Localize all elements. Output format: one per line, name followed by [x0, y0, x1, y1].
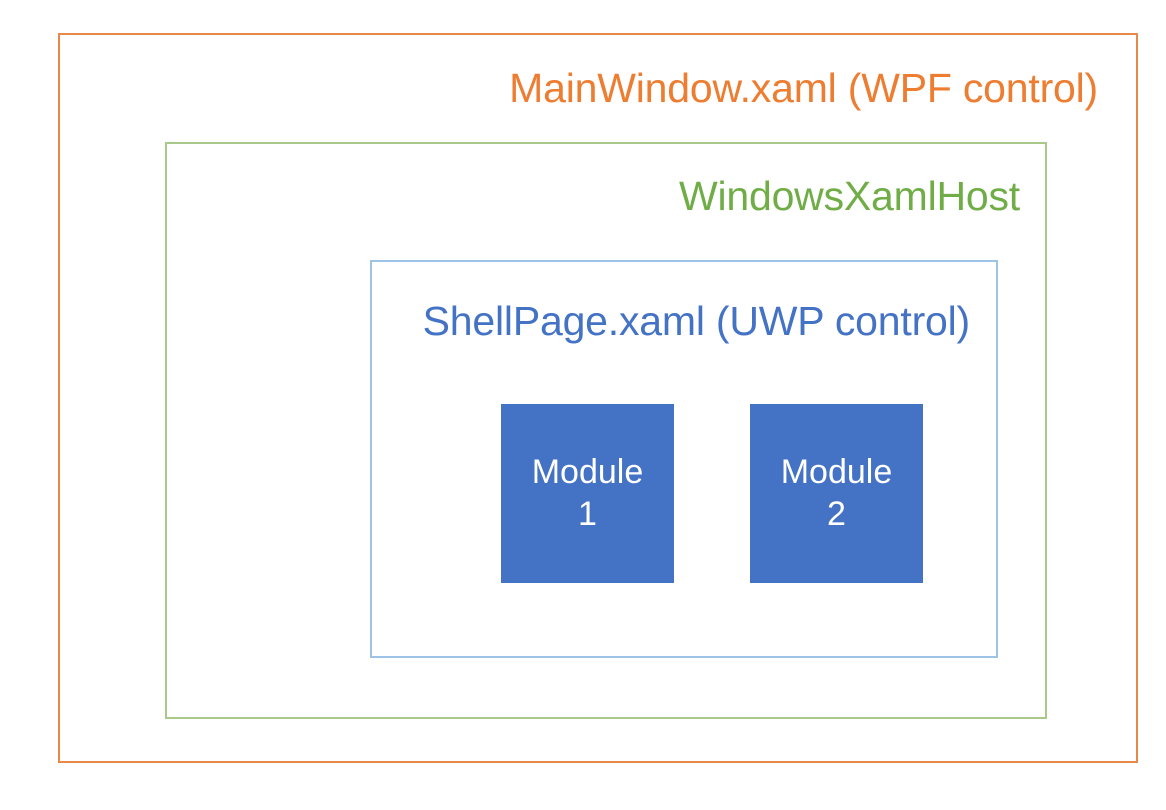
module-tile-1: Module 1	[501, 404, 674, 583]
module-tile-2-label: Module 2	[780, 453, 893, 533]
label-shellpage-uwp: ShellPage.xaml (UWP control)	[422, 298, 971, 344]
module-tile-2: Module 2	[750, 404, 923, 583]
module-tile-1-label: Module 1	[531, 453, 644, 533]
container-mainwindow-wpf	[58, 33, 1138, 763]
container-windowsxamlhost	[165, 142, 1047, 719]
label-mainwindow-wpf: MainWindow.xaml (WPF control)	[509, 65, 1098, 111]
container-shellpage-uwp	[370, 260, 998, 658]
label-windowsxamlhost: WindowsXamlHost	[678, 173, 1020, 219]
